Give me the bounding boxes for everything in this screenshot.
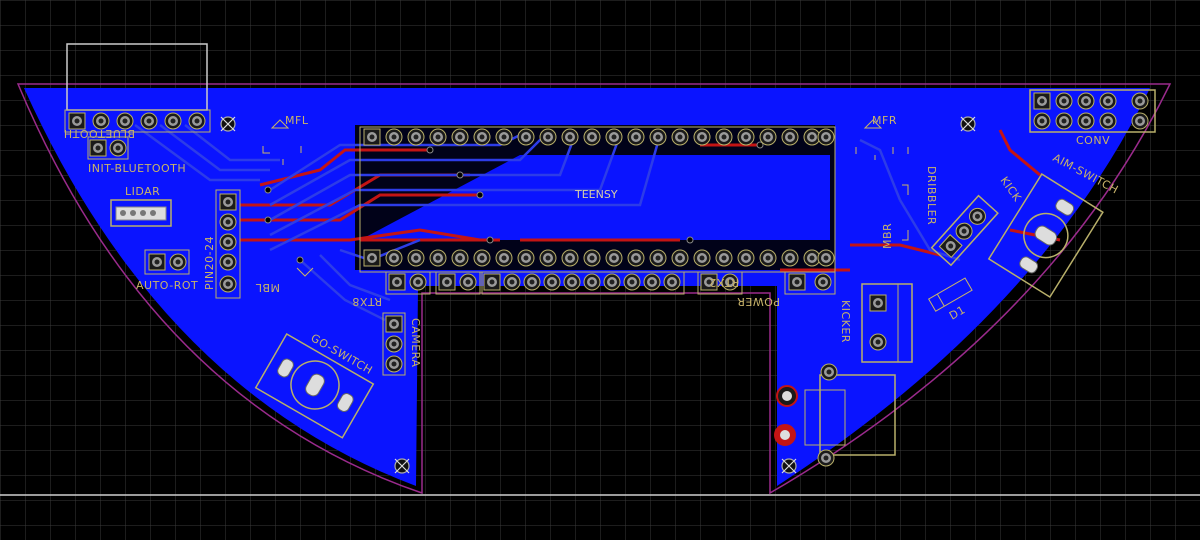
board-outline [16,83,1172,495]
label-lidar: LIDAR [125,185,160,198]
blue-traces [134,123,961,322]
pin20-24-header[interactable] [215,189,241,299]
label-mfr: MFR [872,114,897,127]
label-rtx8: RTX8 [352,295,382,308]
label-bluetooth: BLUETOOTH [63,127,135,140]
kicker-connector[interactable] [861,283,913,363]
copper-pour [24,88,1150,486]
kick-connector[interactable] [930,194,999,267]
diode-d1[interactable] [927,277,973,312]
label-mbr: MBR [881,223,894,249]
mounting-holes [220,116,976,474]
conv-header[interactable] [1029,89,1156,133]
label-rtx2: RTX2 [709,276,739,289]
go-switch[interactable] [254,332,375,439]
lidar-connector[interactable] [110,199,172,227]
label-pin20-24: PIN20-24 [203,236,216,290]
label-power: POWER [737,295,780,308]
label-conv: CONV [1076,134,1110,147]
label-init-bluetooth: INIT-BLUETOOTH [88,162,186,175]
label-kicker: KICKER [839,300,852,343]
label-mfl: MFL [285,114,309,127]
label-auto-rot: AUTO-ROT [136,279,198,292]
camera-connector[interactable] [382,312,406,376]
label-dribbler: DRIBBLER [925,166,938,225]
aim-switch[interactable] [987,173,1104,299]
label-mbl: MBL [255,281,280,294]
red-traces [240,129,1061,272]
label-camera: CAMERA [409,318,422,367]
power-jack[interactable] [774,363,896,467]
label-teensy: TEENSY [574,188,618,201]
